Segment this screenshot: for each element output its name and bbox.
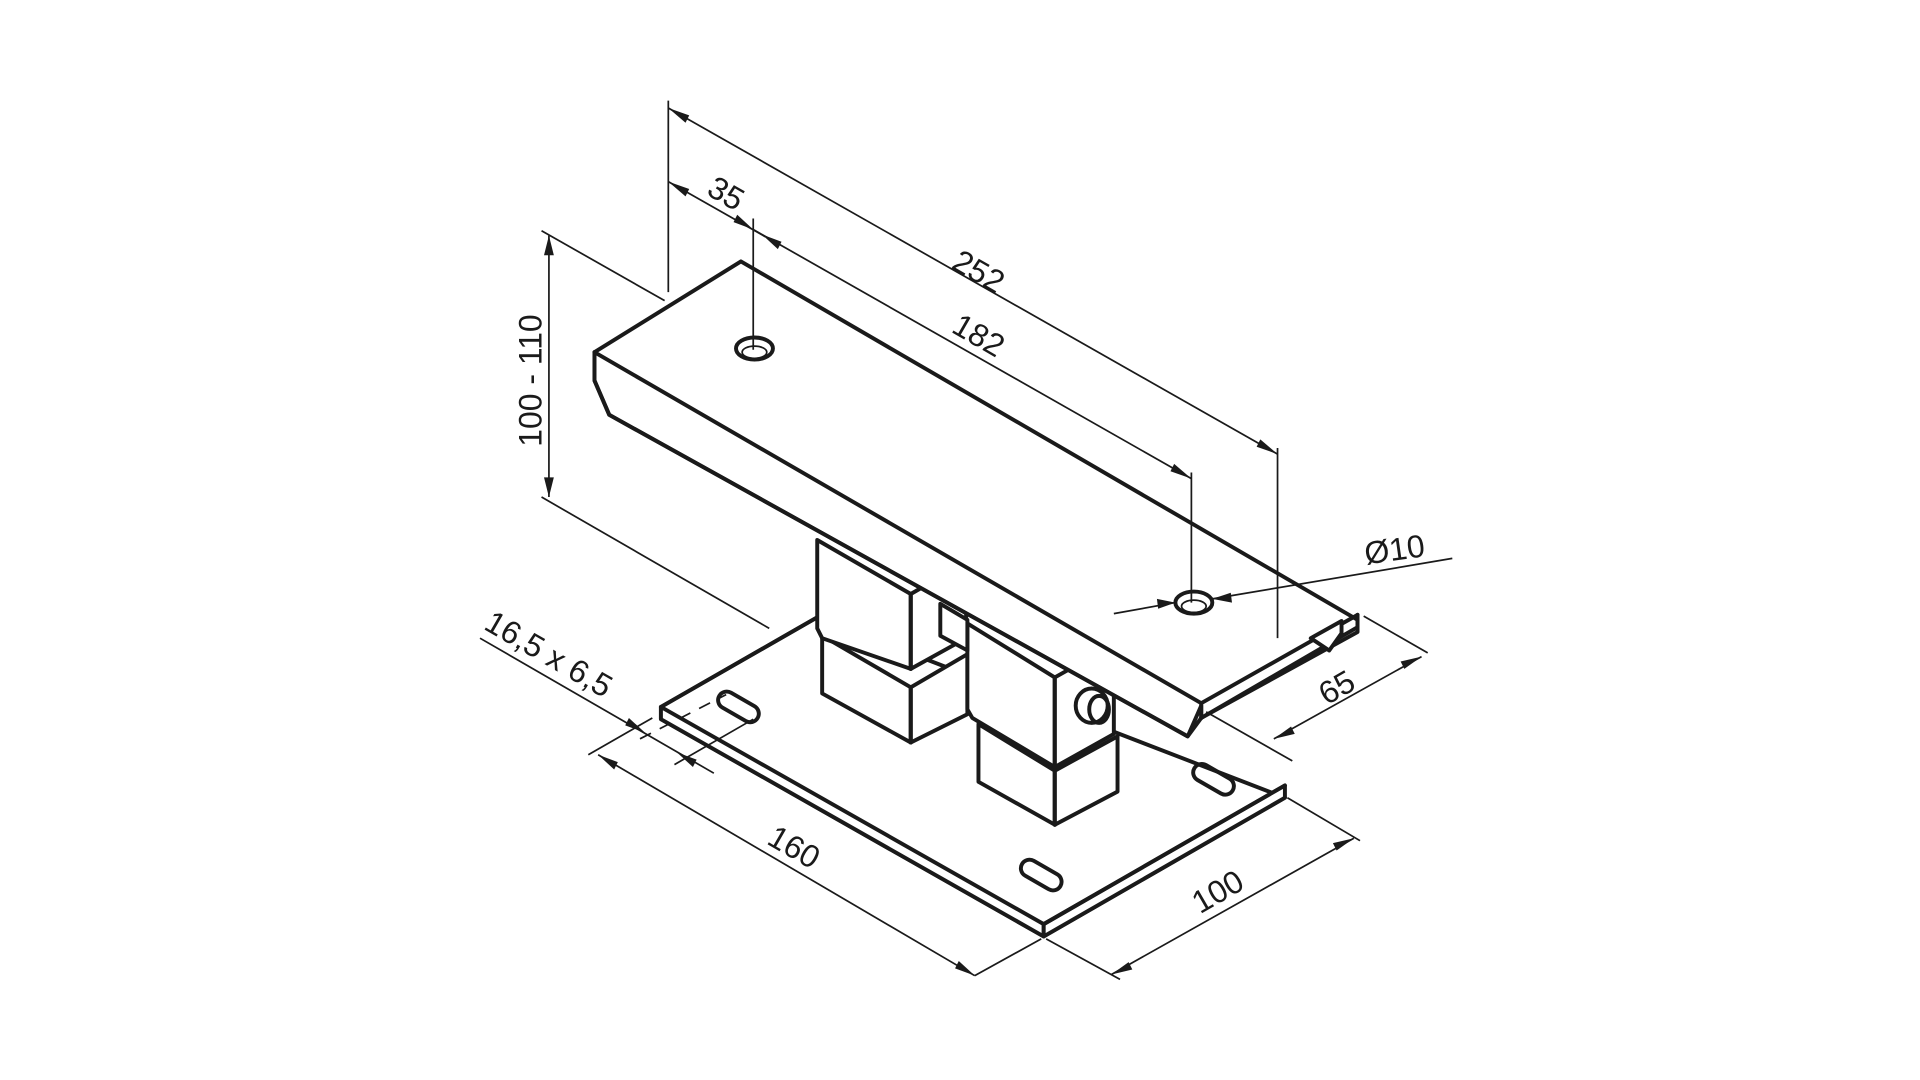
dim-label-diameter: Ø10 (1362, 527, 1427, 571)
mounting-hole-icon (734, 335, 1215, 616)
dim-label-160: 160 (762, 818, 826, 876)
dim-label-35: 35 (702, 169, 751, 218)
slot-hole-icon (716, 689, 1236, 893)
nut-icon (1073, 686, 1111, 725)
dim-label-slot: 16,5 x 6,5 (479, 603, 619, 704)
dim-label-height: 100 - 110 (512, 314, 548, 446)
top-rail (592, 259, 1360, 739)
dim-label-100: 100 (1185, 863, 1249, 921)
dimension-lines (479, 100, 1453, 981)
base-plate (658, 615, 1287, 939)
dim-label-252: 252 (947, 242, 1011, 300)
dim-label-182: 182 (947, 306, 1011, 364)
dim-label-65: 65 (1312, 663, 1361, 712)
